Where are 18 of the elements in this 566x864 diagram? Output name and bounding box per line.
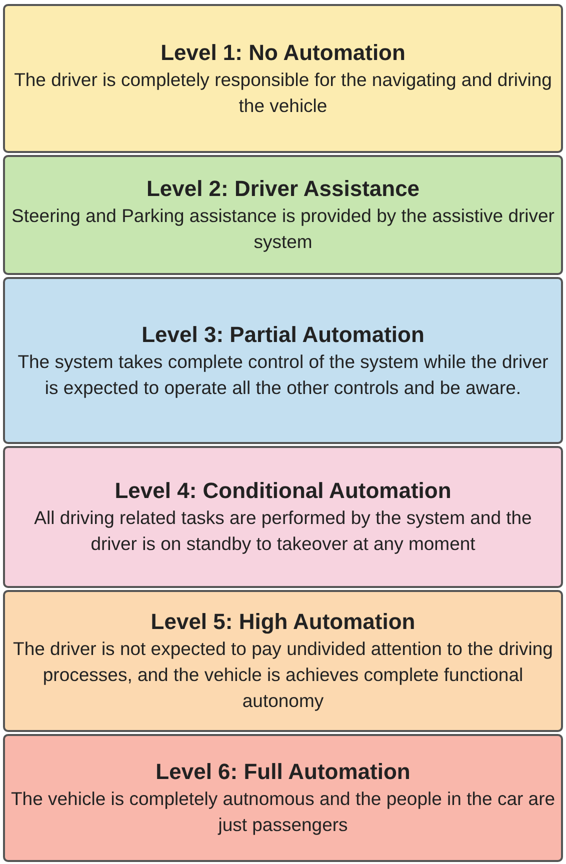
- level-description: The driver is completely responsible for the navigating and driving the vehicle: [13, 68, 553, 118]
- level-heading: Level 2: Driver Assistance: [146, 175, 420, 203]
- level-description: All driving related tasks are performed by the system and the driver is on standby to takeover at any moment: [33, 506, 533, 556]
- level-description: The vehicle is completely autnomous and the people in the car are just passengers: [11, 787, 555, 837]
- level-band: [3, 734, 563, 862]
- level-band: [3, 446, 563, 588]
- level-description: The driver is not expected to pay undivided attention to the driving processes, and the vehicle is achieves complete functional autonomy: [12, 637, 554, 713]
- level-heading: Level 6: Full Automation: [156, 758, 410, 786]
- level-description: Steering and Parking assistance is provided by the assistive driver system: [11, 204, 555, 254]
- level-description: The system takes complete control of the system while the driver is expected to operate all the other controls and be aware.: [16, 350, 550, 400]
- level-heading: Level 4: Conditional Automation: [114, 477, 452, 505]
- level-band: [3, 277, 563, 444]
- level-heading: Level 5: High Automation: [150, 608, 416, 636]
- level-band: [3, 590, 563, 732]
- level-heading: Level 3: Partial Automation: [142, 320, 424, 348]
- level-band: [3, 4, 563, 153]
- level-band: [3, 155, 563, 275]
- level-heading: Level 1: No Automation: [160, 38, 406, 66]
